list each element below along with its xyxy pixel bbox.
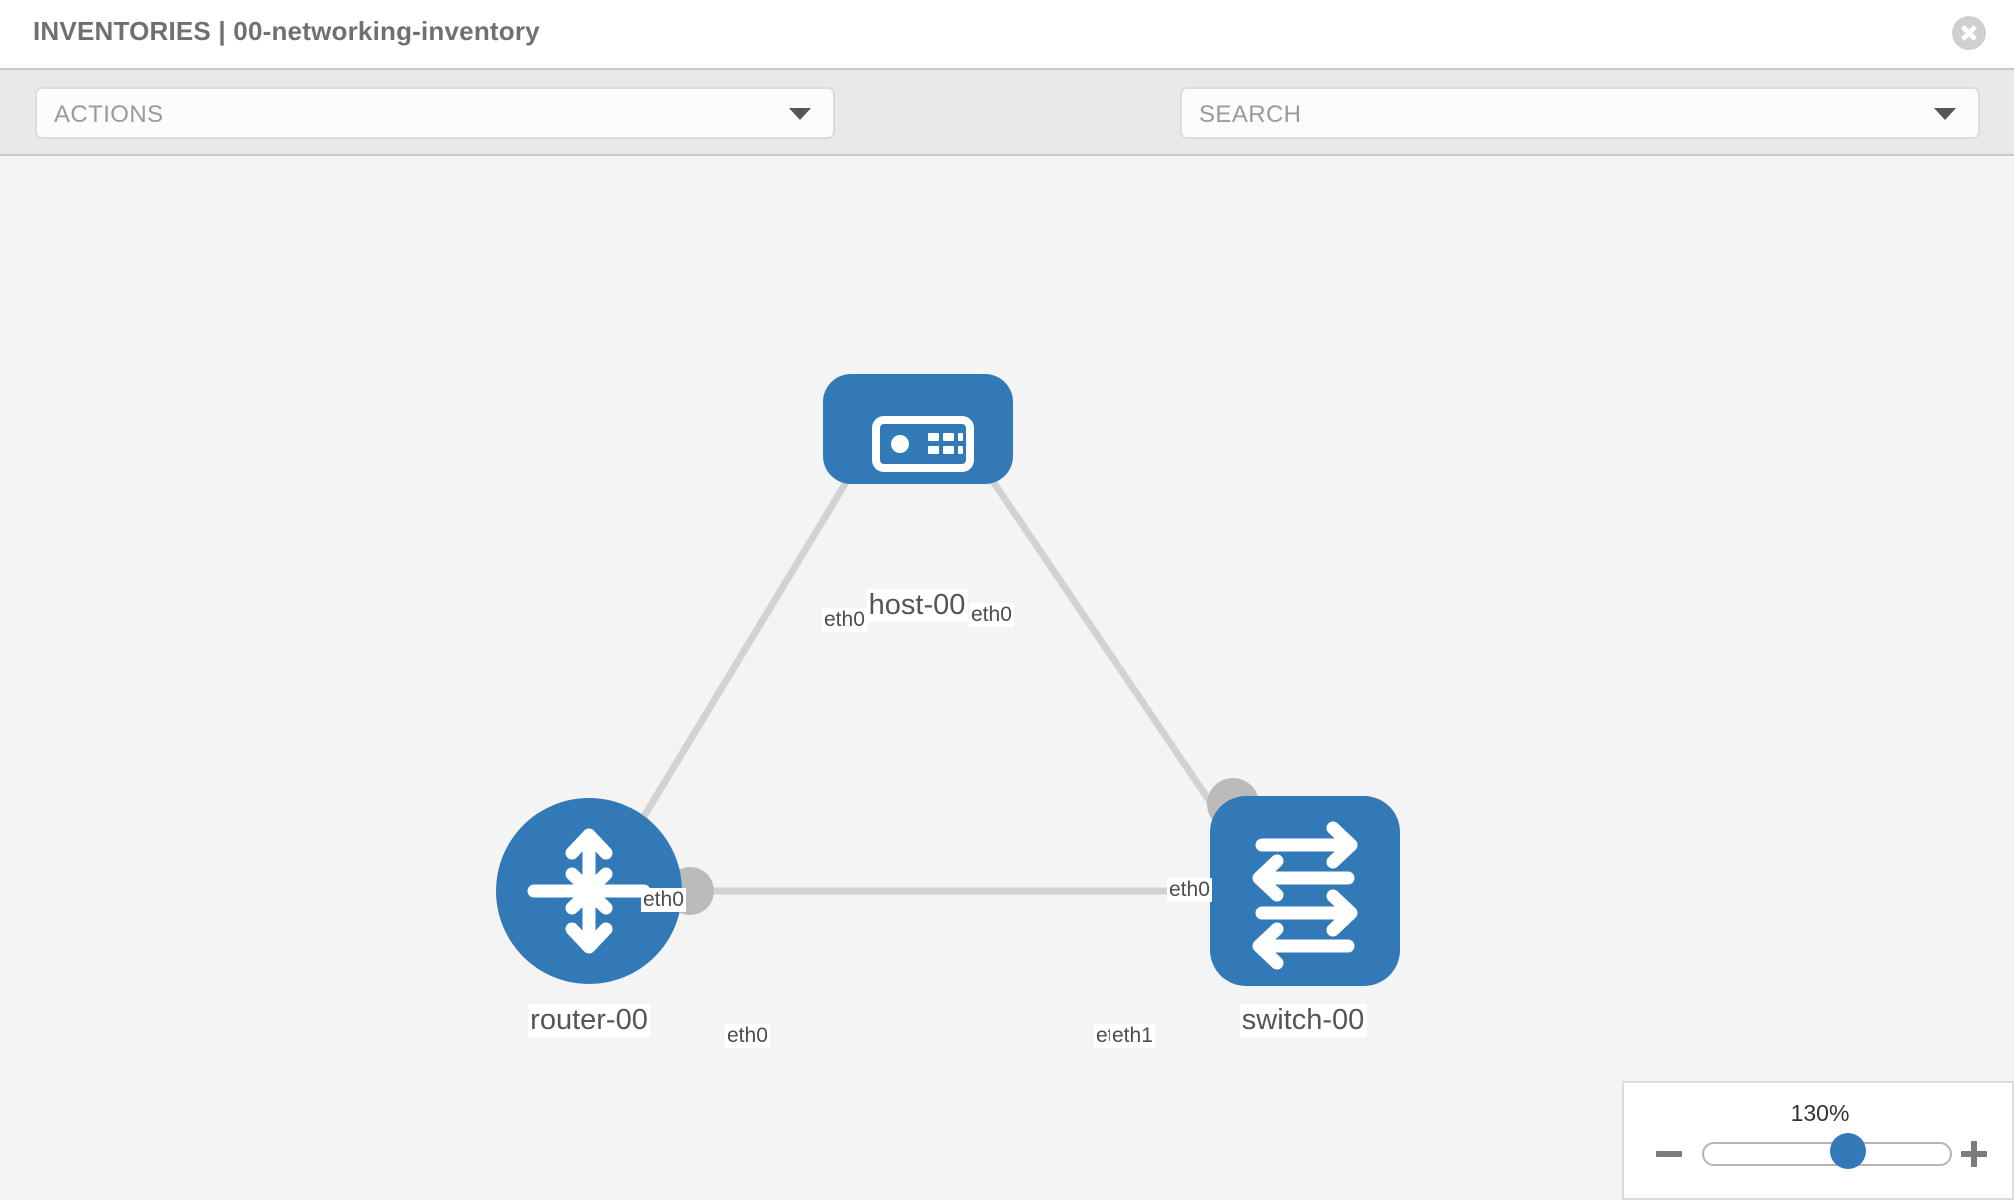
edge-label-router00-eth0-uplink: eth0 xyxy=(641,888,686,912)
edge-host00-router00 xyxy=(617,416,888,858)
topology-canvas[interactable]: host-00 router-00 switch-00 eth0 eth0 et… xyxy=(0,156,2014,1200)
search-placeholder: SEARCH xyxy=(1199,101,1302,128)
node-label-router-00: router-00 xyxy=(528,1004,650,1037)
chevron-down-icon xyxy=(789,108,811,120)
search-input[interactable]: SEARCH xyxy=(1180,87,1980,139)
page-header: INVENTORIES | 00-networking-inventory xyxy=(0,0,2014,68)
zoom-slider-thumb[interactable] xyxy=(1830,1133,1867,1169)
close-icon[interactable] xyxy=(1952,16,1986,50)
chevron-down-icon xyxy=(1934,108,1956,120)
zoom-in-button[interactable] xyxy=(1959,1139,1989,1169)
edge-label-host00-eth0-right: eth0 xyxy=(969,603,1014,627)
edge-label-switch00-eth1: eth1 xyxy=(1110,1024,1155,1048)
edge-label-switch00-eth0-uplink: eth0 xyxy=(1167,878,1212,902)
node-label-host-00: host-00 xyxy=(866,589,968,622)
edge-label-router00-eth0: eth0 xyxy=(725,1024,770,1048)
zoom-slider-track[interactable] xyxy=(1702,1142,1952,1166)
toolbar: ACTIONS SEARCH xyxy=(0,68,2014,201)
zoom-out-button[interactable] xyxy=(1654,1139,1684,1169)
actions-dropdown[interactable]: ACTIONS xyxy=(35,87,835,139)
node-router-00[interactable] xyxy=(496,798,682,984)
node-label-switch-00: switch-00 xyxy=(1239,1004,1367,1037)
node-switch-00[interactable] xyxy=(1210,796,1400,986)
edge-label-host00-eth0-left: eth0 xyxy=(822,608,867,632)
topology-graph xyxy=(496,374,1400,986)
edge-endpoints xyxy=(666,415,1259,915)
node-host-00[interactable] xyxy=(823,374,1013,484)
edge-host00-switch00 xyxy=(947,416,1243,848)
zoom-level-value: 130% xyxy=(1790,1100,1850,1126)
zoom-control-panel: 130% xyxy=(1622,1081,2014,1200)
actions-dropdown-label: ACTIONS xyxy=(54,101,164,128)
page-title: INVENTORIES | 00-networking-inventory xyxy=(33,16,540,46)
